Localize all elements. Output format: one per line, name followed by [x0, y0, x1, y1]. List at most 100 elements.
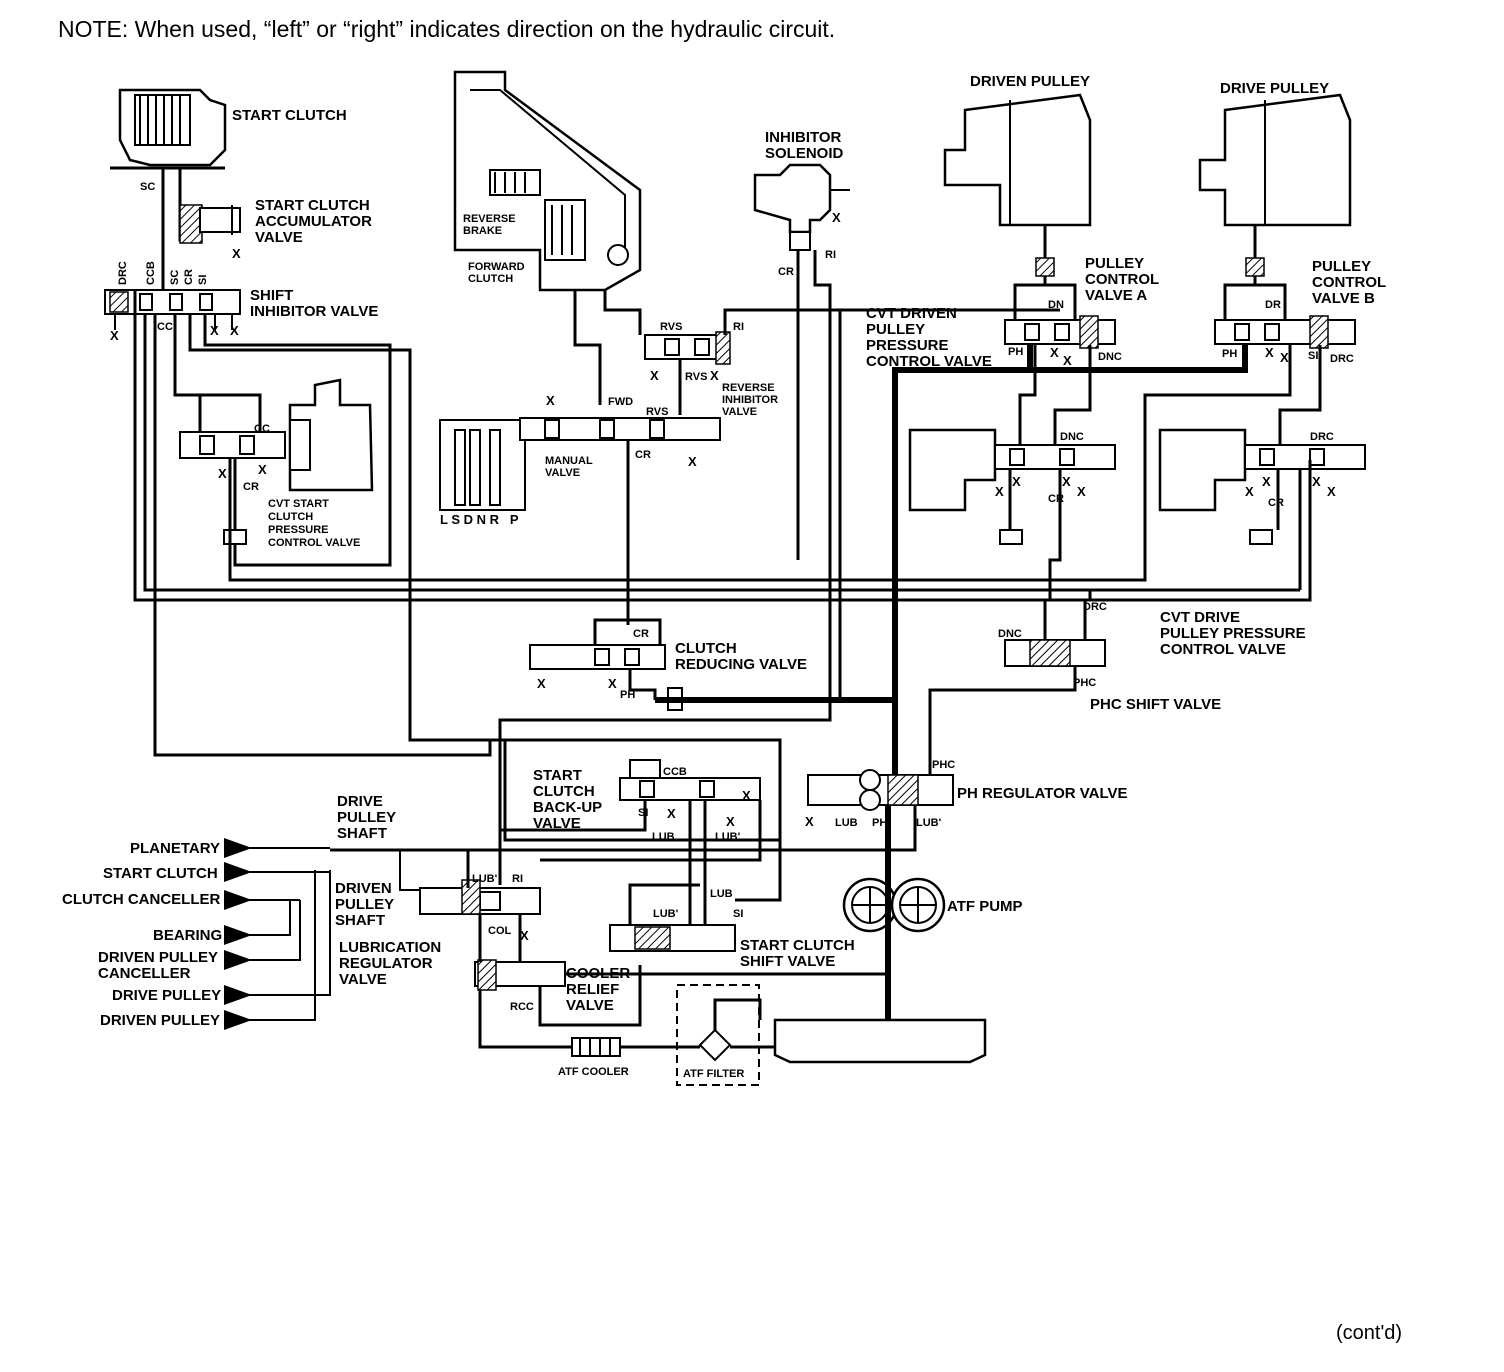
label-start-clutch-backup-4: VALVE [533, 815, 581, 832]
label-shift-inhibitor-1: SHIFT [250, 287, 293, 304]
drain-x: X [995, 484, 1004, 499]
output-clutch-canceller: CLUTCH CANCELLER [62, 891, 220, 908]
label-reverse-inhibitor-2: INHIBITOR [722, 394, 778, 406]
port-cr-vertical: CR [183, 269, 195, 285]
label-start-clutch: START CLUTCH [232, 107, 347, 124]
label-pulley-control-b-1: PULLEY [1312, 258, 1371, 275]
atf-filter [676, 984, 760, 1086]
manual-valve [439, 417, 721, 625]
shift-inhibitor-valve [104, 289, 241, 330]
port-rvs-2: RVS [685, 371, 707, 383]
drain-x: X [710, 368, 719, 383]
port-col: COL [488, 925, 512, 937]
label-manual-valve-1: MANUAL [545, 455, 593, 467]
label-forward-clutch-1: FORWARD [468, 261, 525, 273]
reverse-brake-forward-clutch [453, 70, 642, 405]
drain-x: X [230, 323, 239, 338]
label-manual-positions: L S D N R P [440, 512, 519, 527]
port-cr-pcv-a: CR [1048, 493, 1064, 505]
port-lubp-lube: LUB' [472, 873, 498, 885]
port-ph-reg: PH [872, 817, 887, 829]
port-ccb-backup: CCB [663, 766, 687, 778]
port-rvs-1: RVS [660, 321, 682, 333]
ph-regulator-valve [807, 769, 954, 811]
label-cvt-start-pcv-3: PRESSURE [268, 524, 329, 536]
label-start-clutch-shift-1: START CLUTCH [740, 937, 855, 954]
label-pulley-control-a-3: VALVE A [1085, 287, 1147, 304]
output-bearing: BEARING [153, 927, 222, 944]
label-driven-pulley-shaft-2: PULLEY [335, 896, 394, 913]
pulley-control-valve-b [1214, 315, 1356, 349]
port-cc-1: CC [157, 321, 173, 333]
driven-pulley [943, 93, 1092, 320]
hydraulic-lines [133, 290, 1322, 1049]
port-lubp-backup: LUB' [715, 831, 741, 843]
atf-cooler [571, 1037, 621, 1057]
port-ri-lube: RI [512, 873, 523, 885]
label-reverse-inhibitor-3: VALVE [722, 406, 757, 418]
port-ph-b: PH [1222, 348, 1237, 360]
drain-x: X [1262, 474, 1271, 489]
port-si-backup: SI [638, 807, 648, 819]
port-sc-vertical: SC [169, 270, 181, 285]
label-start-clutch-accumulator-1: START CLUTCH [255, 197, 370, 214]
label-lubrication-regulator-2: REGULATOR [339, 955, 433, 972]
port-dr: DR [1265, 299, 1281, 311]
port-si-vertical: SI [197, 275, 209, 285]
drain-x: X [650, 368, 659, 383]
port-drc-phc: DRC [1083, 601, 1107, 613]
port-drc-pcv: DRC [1310, 431, 1334, 443]
drain-x: X [805, 814, 814, 829]
label-cvt-drive-pcv-3: CONTROL VALVE [1160, 641, 1286, 658]
cooler-relief-valve [474, 959, 566, 991]
label-drive-pulley-shaft-2: PULLEY [337, 809, 396, 826]
start-clutch-assembly [110, 88, 241, 290]
port-dnc-phc: DNC [998, 628, 1022, 640]
start-clutch-shift-valve [609, 924, 736, 952]
label-reverse-brake-1: REVERSE [463, 213, 516, 225]
reverse-inhibitor-valve [644, 308, 1060, 415]
label-inhibitor-solenoid-2: SOLENOID [765, 145, 844, 162]
label-start-clutch-backup-2: CLUTCH [533, 783, 595, 800]
output-driven-pulley: DRIVEN PULLEY [100, 1012, 220, 1029]
label-cooler-relief-2: RELIEF [566, 981, 619, 998]
drain-x: X [258, 462, 267, 477]
label-shift-inhibitor-2: INHIBITOR VALVE [250, 303, 378, 320]
output-arrows [224, 838, 330, 1030]
cvt-driven-pulley-pcv [908, 428, 1116, 545]
label-start-clutch-backup-1: START [533, 767, 582, 784]
port-si-b: SI [1308, 350, 1318, 362]
port-fwd: FWD [608, 396, 633, 408]
label-atf-pump: ATF PUMP [947, 898, 1023, 915]
label-reverse-inhibitor-1: REVERSE [722, 382, 775, 394]
drain-marks: X X X X X X X X X X X X X X X X X X X X … [110, 210, 1336, 943]
continued-marker: (cont'd) [1336, 1322, 1403, 1344]
pulley-control-valve-a [1004, 315, 1116, 349]
label-cooler-relief-3: VALVE [566, 997, 614, 1014]
output-driven-pulley-canceller-line1: DRIVEN PULLEY [98, 949, 218, 966]
label-start-clutch-accumulator-3: VALVE [255, 229, 303, 246]
drain-x: X [1312, 474, 1321, 489]
drain-x: X [1327, 484, 1336, 499]
note-text: NOTE: When used, “left” or “right” indic… [58, 16, 836, 42]
drain-x: X [1077, 484, 1086, 499]
drain-x: X [688, 454, 697, 469]
port-cr-1: CR [243, 481, 259, 493]
label-cvt-drive-pcv-2: PULLEY PRESSURE [1160, 625, 1306, 642]
output-start-clutch: START CLUTCH [103, 865, 218, 882]
phc-shift-valve [1004, 600, 1106, 667]
label-inhibitor-solenoid-1: INHIBITOR [765, 129, 842, 146]
drain-x: X [726, 814, 735, 829]
port-lubp-shift: LUB' [653, 908, 679, 920]
drain-x: X [742, 788, 751, 803]
cvt-drive-pulley-pcv [1158, 428, 1366, 545]
port-rvs-3: RVS [646, 406, 668, 418]
drain-x: X [1012, 474, 1021, 489]
label-cvt-start-pcv-1: CVT START [268, 498, 329, 510]
label-driven-pulley-shaft-1: DRIVEN [335, 880, 392, 897]
port-cr-reducing: CR [633, 628, 649, 640]
drain-x: X [537, 676, 546, 691]
drive-pulley [1198, 93, 1352, 320]
